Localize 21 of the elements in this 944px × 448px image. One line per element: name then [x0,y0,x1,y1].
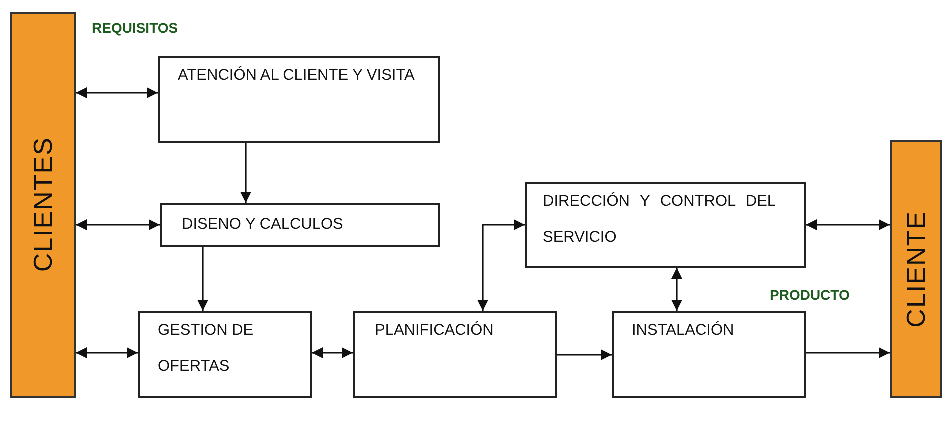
process-box: ATENCIÓN AL CLIENTE Y VISITA [158,56,440,143]
client-bar: CLIENTE [890,140,942,398]
arrow [76,87,158,99]
arrow [76,219,160,231]
arrow [240,143,252,203]
arrow [197,247,209,311]
arrow [76,347,138,359]
process-box: DISENO Y CALCULOS [160,203,440,247]
section-label: PRODUCTO [770,287,850,303]
process-box: DIRECCIÓN Y CONTROL DEL SERVICIO [525,182,806,268]
arrow [806,347,890,359]
client-bar: CLIENTES [10,12,76,398]
arrow [557,349,612,361]
arrow [806,219,890,231]
section-label: REQUISITOS [92,20,178,36]
process-box: INSTALACIÓN [612,311,806,398]
arrow [312,347,353,359]
process-box: PLANIFICACIÓN [353,311,557,398]
arrow [671,268,683,311]
arrow [477,219,525,311]
process-box: GESTION DE OFERTAS [138,311,312,398]
